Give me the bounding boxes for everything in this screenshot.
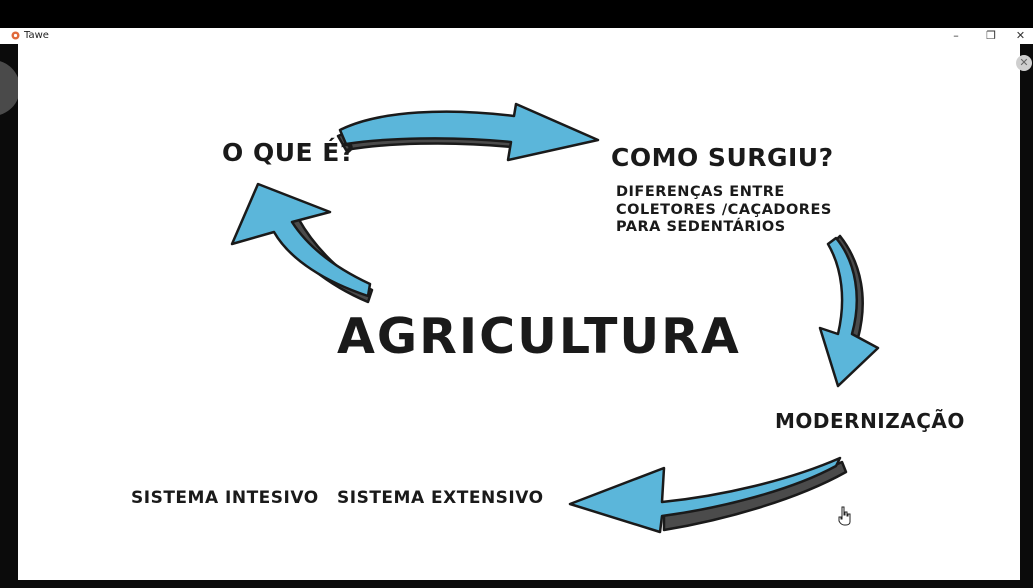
- app-icon: [11, 31, 20, 40]
- right-border: [1020, 44, 1033, 588]
- arrow-down-icon: [818, 234, 880, 388]
- minimize-button[interactable]: –: [953, 29, 959, 42]
- window-title: Tawe: [24, 30, 49, 41]
- center-title: AGRICULTURA: [337, 308, 741, 365]
- label-what-is: O QUE É?: [222, 138, 355, 167]
- arrow-up-left-icon: [230, 182, 374, 304]
- window-titlebar[interactable]: Tawe – ❐ ✕: [0, 28, 1033, 44]
- arrow-right-icon: [336, 102, 600, 162]
- arrow-left-icon: [568, 456, 848, 534]
- label-modernization: MODERNIZAÇÃO: [775, 409, 965, 433]
- label-differences: DIFERENÇAS ENTRE COLETORES /CAÇADORES PA…: [616, 184, 832, 235]
- side-panel-handle[interactable]: [0, 60, 20, 116]
- hand-cursor-icon: [838, 506, 851, 526]
- label-extensive-system: SISTEMA EXTENSIVO: [337, 488, 544, 508]
- label-intensive-system: SISTEMA INTESIVO: [131, 488, 319, 508]
- close-button[interactable]: ✕: [1015, 29, 1026, 42]
- label-how-it-began: COMO SURGIU?: [611, 143, 834, 172]
- left-border: [0, 44, 18, 588]
- side-close-icon[interactable]: ✕: [1016, 55, 1032, 71]
- bottom-border: [0, 580, 1033, 588]
- restore-button[interactable]: ❐: [986, 29, 996, 42]
